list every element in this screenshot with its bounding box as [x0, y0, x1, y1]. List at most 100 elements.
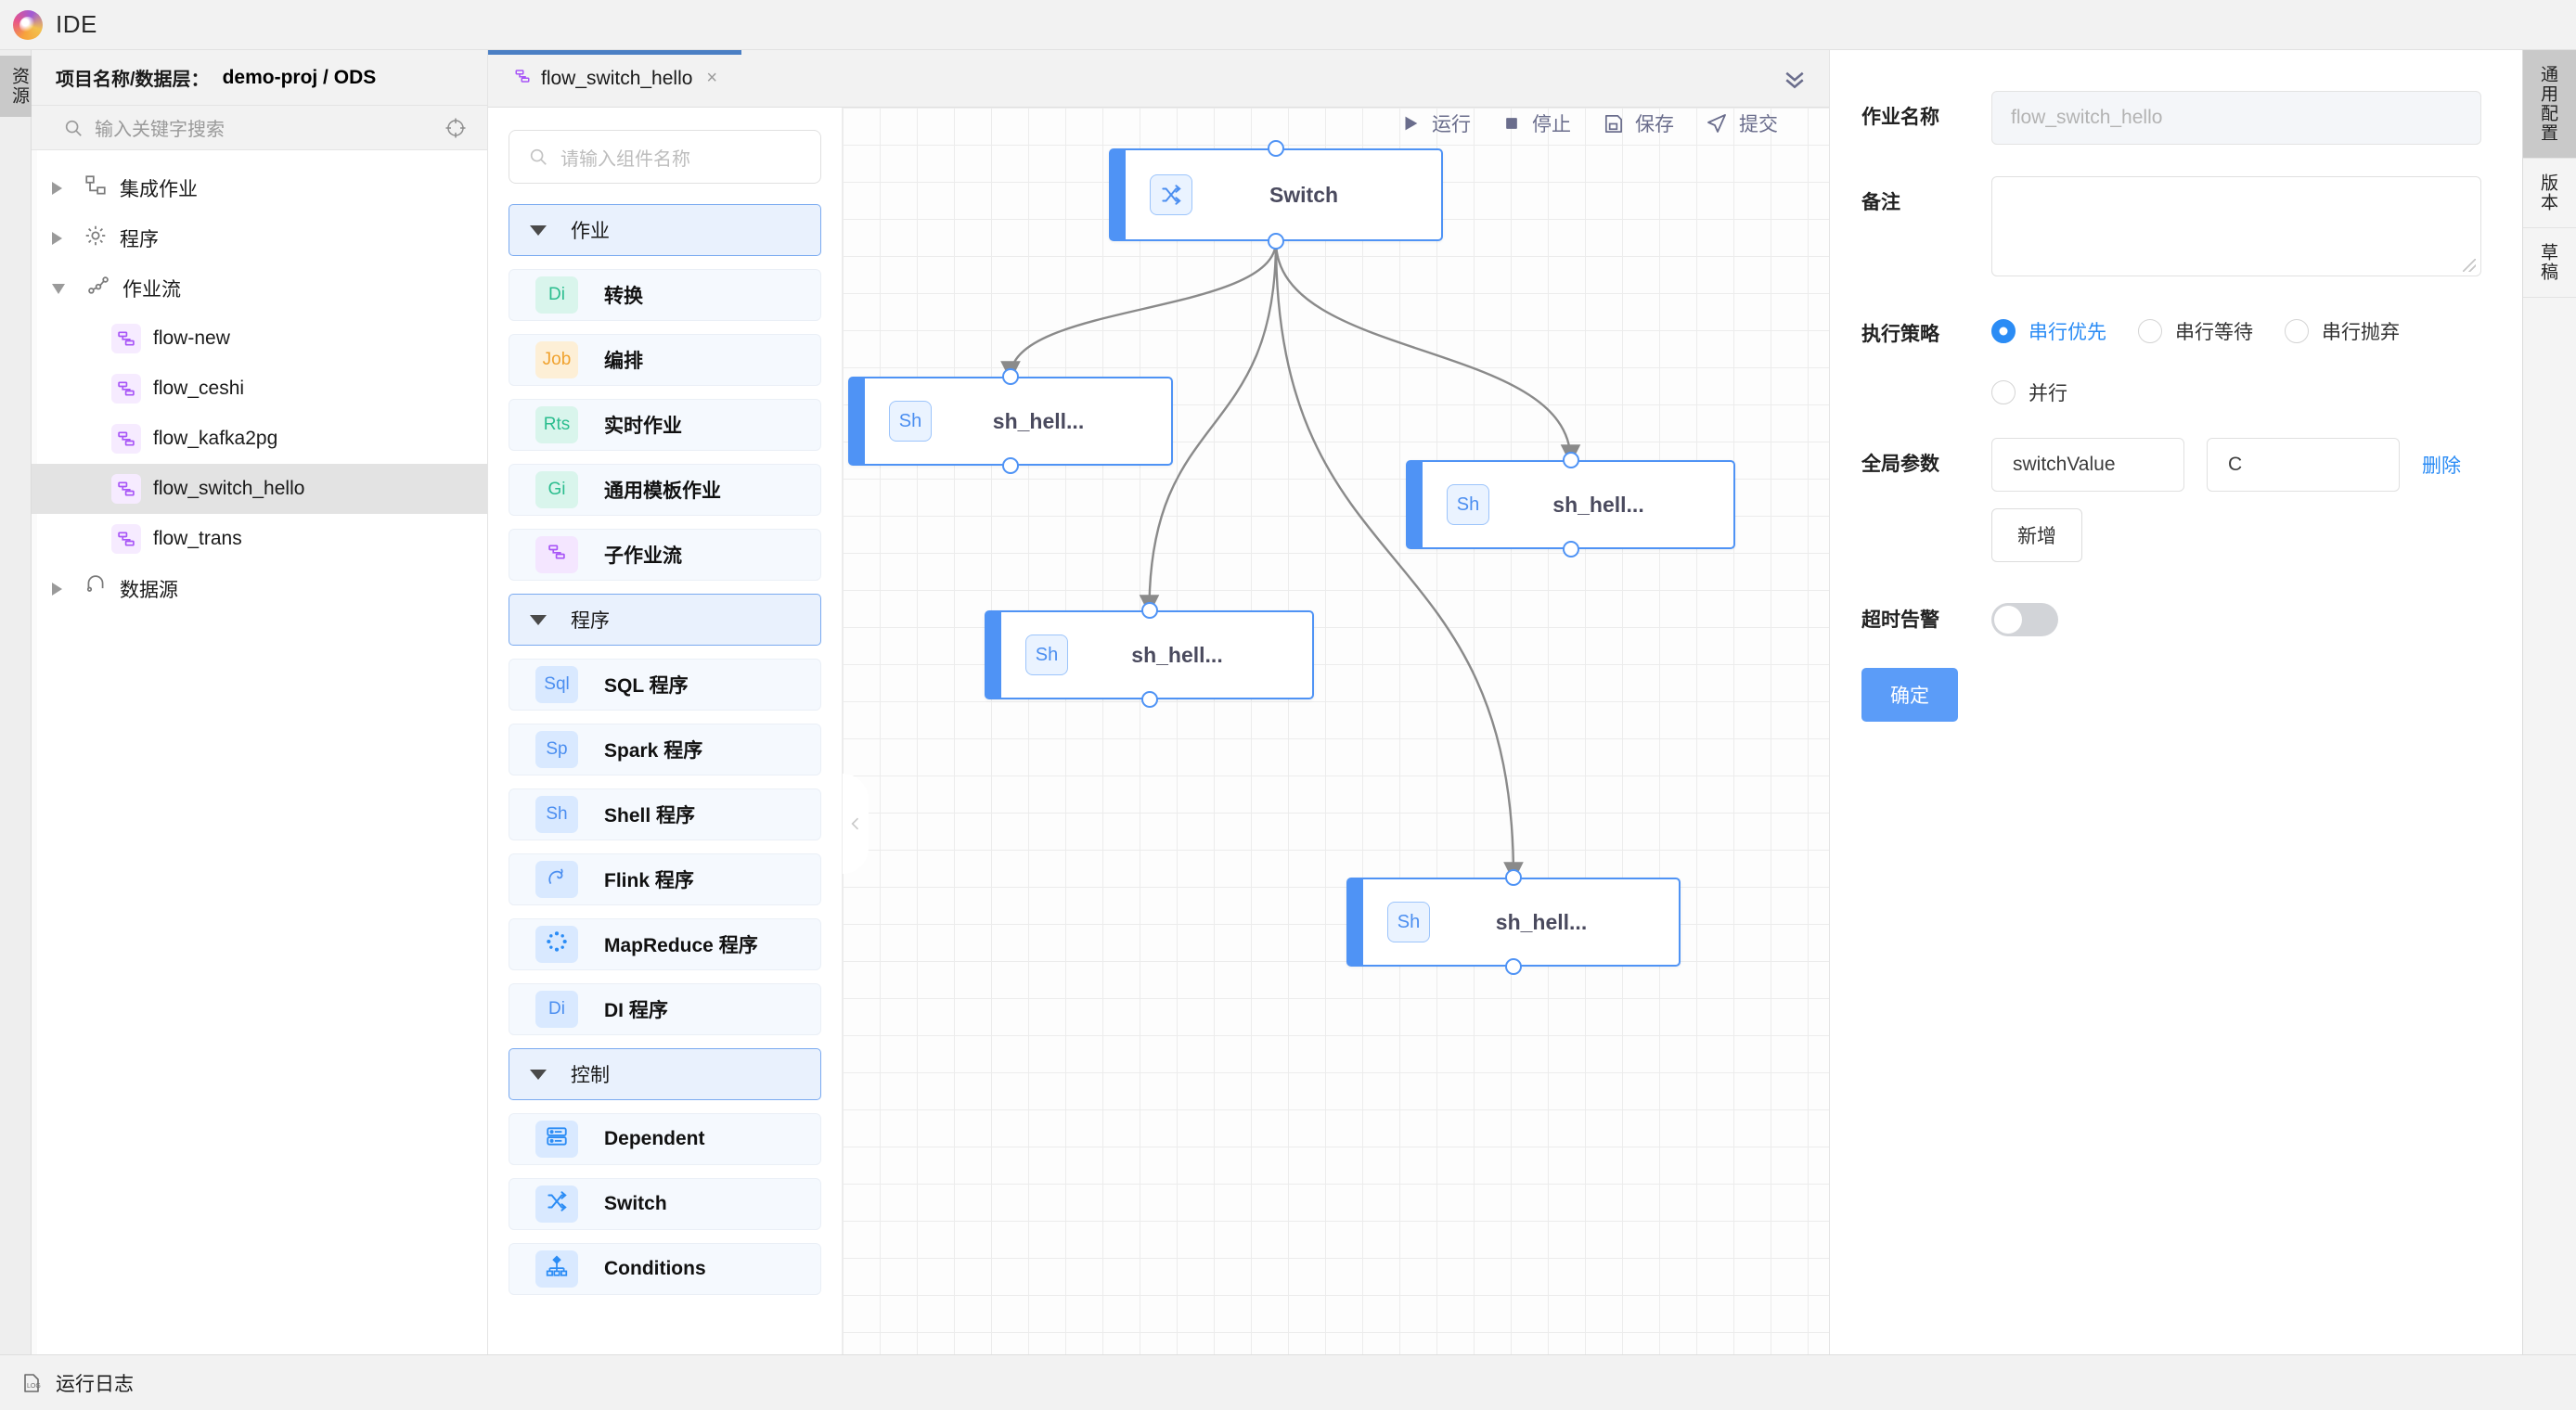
radio-label: 并行	[2029, 383, 2067, 404]
project-header: 项目名称/数据层： demo-proj / ODS	[32, 50, 487, 106]
caret-right-icon[interactable]	[52, 232, 62, 245]
node-port-in[interactable]	[1505, 869, 1522, 886]
palette-item-子作业流[interactable]: 子作业流	[509, 529, 821, 581]
palette-item-badge: Gi	[535, 471, 578, 508]
close-icon[interactable]: ×	[706, 68, 718, 88]
job-name-field[interactable]: flow_switch_hello	[1991, 91, 2481, 145]
palette-item-badge	[535, 536, 578, 573]
tree-item-程序[interactable]: 程序	[32, 213, 487, 263]
node-port-in[interactable]	[1140, 602, 1158, 619]
add-param-button[interactable]: 新增	[1991, 508, 2082, 562]
node-port-in[interactable]	[1002, 368, 1019, 385]
canvas-collapse-handle[interactable]	[843, 774, 869, 874]
save-button[interactable]: 保存	[1603, 109, 1674, 137]
flow-node-n5[interactable]: Sh sh_hell...	[1346, 878, 1681, 967]
palette-group-作业[interactable]: 作业	[509, 204, 821, 256]
palette-item-实时作业[interactable]: Rts 实时作业	[509, 399, 821, 451]
palette-item-badge	[535, 1121, 578, 1158]
exec-policy-option-串行等待[interactable]: 串行等待	[2138, 317, 2253, 345]
palette-item-Spark 程序[interactable]: Sp Spark 程序	[509, 724, 821, 776]
editor-tab-flow-switch-hello[interactable]: flow_switch_hello ×	[488, 50, 742, 107]
crosshair-icon[interactable]	[444, 117, 467, 139]
palette-item-转换[interactable]: Di 转换	[509, 269, 821, 321]
flow-node-n3[interactable]: Sh sh_hell...	[1406, 460, 1735, 549]
palette-group-控制[interactable]: 控制	[509, 1048, 821, 1100]
flow-edge[interactable]	[1000, 240, 1278, 381]
caret-down-icon[interactable]	[52, 283, 65, 294]
node-label: sh_hell...	[1495, 909, 1588, 934]
node-port-out[interactable]	[1505, 958, 1522, 975]
palette-search-input[interactable]: 请输入组件名称	[560, 148, 690, 170]
radio-dot[interactable]	[2285, 319, 2309, 343]
tree-item-label: flow-new	[153, 327, 230, 349]
tree-item-数据源[interactable]: 数据源	[32, 564, 487, 614]
flow-canvas[interactable]: Switch Sh sh_hell... Sh sh_hell... Sh sh…	[843, 108, 1829, 1354]
confirm-button[interactable]: 确定	[1861, 668, 1958, 722]
flow-edge[interactable]	[1274, 240, 1524, 882]
flow-node-n4[interactable]: Sh sh_hell...	[985, 610, 1314, 699]
radio-dot[interactable]	[1991, 380, 2016, 404]
radio-dot[interactable]	[2138, 319, 2162, 343]
global-param-value-input[interactable]: C	[2207, 438, 2400, 492]
node-port-out[interactable]	[1140, 691, 1158, 708]
exec-policy-option-串行抛弃[interactable]: 串行抛弃	[2285, 317, 2400, 345]
palette-item-MapReduce 程序[interactable]: MapReduce 程序	[509, 918, 821, 970]
run-button[interactable]: 运行	[1400, 109, 1471, 137]
timeout-alarm-toggle[interactable]	[1991, 603, 2058, 636]
tree-item-flow-new[interactable]: flow-new	[32, 314, 487, 364]
caret-right-icon[interactable]	[52, 182, 62, 195]
right-rail-tab-草稿[interactable]: 草稿	[2523, 228, 2576, 298]
node-port-out[interactable]	[1268, 233, 1284, 250]
tree-item-flow_trans[interactable]: flow_trans	[32, 514, 487, 564]
node-label: Switch	[1269, 182, 1339, 207]
global-param-key-input[interactable]: switchValue	[1991, 438, 2184, 492]
right-rail-tab-通用配置[interactable]: 通用配置	[2523, 50, 2576, 159]
remark-textarea[interactable]	[1991, 176, 2481, 276]
delete-param-link[interactable]: 删除	[2422, 455, 2461, 477]
stop-button[interactable]: 停止	[1502, 109, 1571, 137]
node-port-out[interactable]	[1562, 541, 1579, 558]
tree-item-集成作业[interactable]: 集成作业	[32, 163, 487, 213]
resource-panel: 项目名称/数据层： demo-proj / ODS 输入关键字搜索 集成作业程序…	[32, 50, 488, 1354]
badge-text: Job	[542, 350, 572, 369]
project-header-value: demo-proj / ODS	[222, 66, 377, 88]
tree-item-作业流[interactable]: 作业流	[32, 263, 487, 314]
chevron-double-down-icon[interactable]	[1760, 50, 1829, 107]
flow-node-n2[interactable]: Sh sh_hell...	[848, 377, 1173, 466]
flow-node-n1[interactable]: Switch	[1109, 148, 1443, 241]
flow-canvas-wrapper: Switch Sh sh_hell... Sh sh_hell... Sh sh…	[843, 108, 1829, 1354]
palette-item-Flink 程序[interactable]: Flink 程序	[509, 853, 821, 905]
palette-search-box[interactable]: 请输入组件名称	[509, 130, 821, 184]
right-rail-tab-版本[interactable]: 版本	[2523, 159, 2576, 228]
exec-policy-option-串行优先[interactable]: 串行优先	[1991, 317, 2106, 345]
node-port-in[interactable]	[1268, 140, 1284, 157]
timeout-alarm-row: 超时告警	[1830, 594, 2522, 636]
run-log-label[interactable]: 运行日志	[56, 1373, 134, 1395]
flow-edge[interactable]	[1274, 240, 1581, 465]
flow-edge[interactable]	[1139, 240, 1278, 615]
submit-button[interactable]: 提交	[1706, 109, 1778, 137]
node-port-in[interactable]	[1562, 452, 1579, 468]
palette-item-Switch[interactable]: Switch	[509, 1178, 821, 1230]
node-port-out[interactable]	[1002, 457, 1019, 474]
tree-item-flow_ceshi[interactable]: flow_ceshi	[32, 364, 487, 414]
palette-item-Shell 程序[interactable]: Sh Shell 程序	[509, 788, 821, 840]
palette-item-编排[interactable]: Job 编排	[509, 334, 821, 386]
palette-item-SQL 程序[interactable]: Sql SQL 程序	[509, 659, 821, 711]
palette-item-Conditions[interactable]: Conditions	[509, 1243, 821, 1295]
palette-group-程序[interactable]: 程序	[509, 594, 821, 646]
resource-search-bar[interactable]: 输入关键字搜索	[32, 106, 487, 150]
palette-item-DI 程序[interactable]: Di DI 程序	[509, 983, 821, 1035]
tree-item-flow_switch_hello[interactable]: flow_switch_hello	[32, 464, 487, 514]
exec-policy-option-并行[interactable]: 并行	[1991, 378, 2467, 406]
right-rail: 通用配置版本草稿	[2522, 50, 2576, 1354]
tree-item-flow_kafka2pg[interactable]: flow_kafka2pg	[32, 414, 487, 464]
palette-item-label: 通用模板作业	[604, 481, 721, 502]
radio-dot[interactable]	[1991, 319, 2016, 343]
resource-search-input[interactable]: 输入关键字搜索	[95, 120, 225, 140]
caret-right-icon[interactable]	[52, 583, 62, 596]
palette-item-通用模板作业[interactable]: Gi 通用模板作业	[509, 464, 821, 516]
palette-item-Dependent[interactable]: Dependent	[509, 1113, 821, 1165]
editor-tab-strip: flow_switch_hello ×	[488, 50, 1829, 108]
